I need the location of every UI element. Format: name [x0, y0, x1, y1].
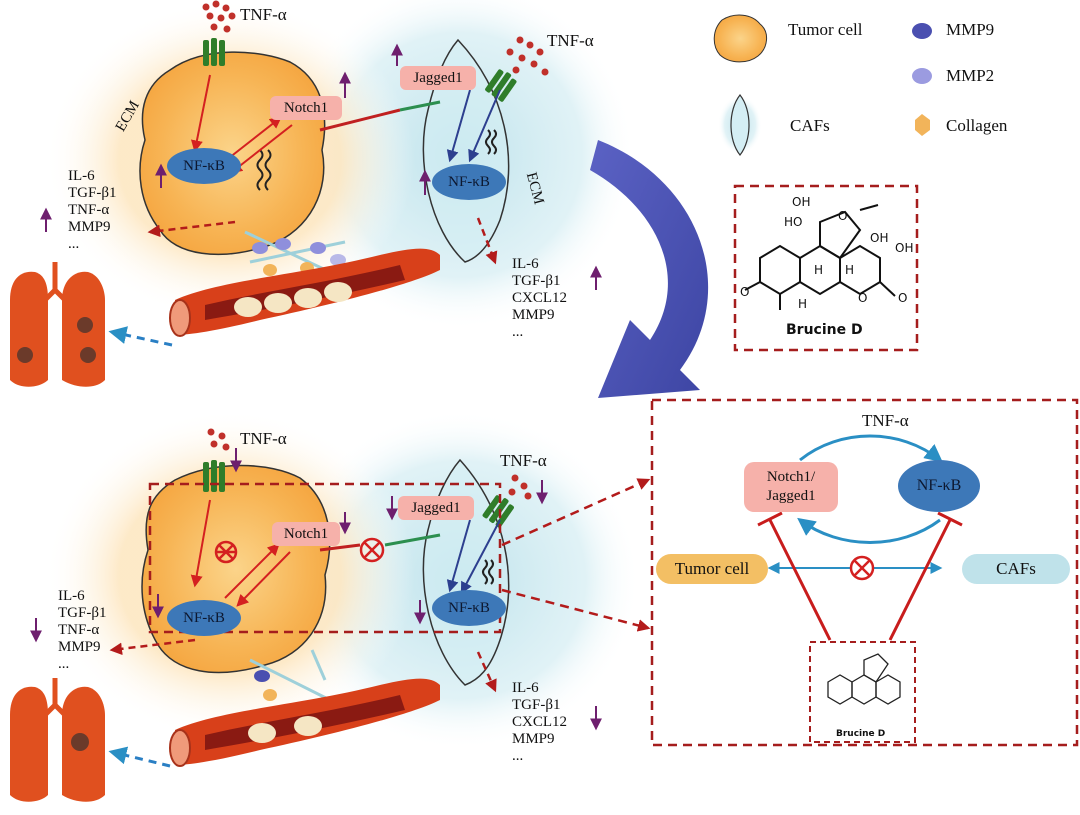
- inhibit-circle-icon: [359, 537, 385, 563]
- legend-mmp2-label: MMP2: [946, 66, 995, 85]
- jagged1-node: Jagged1: [398, 496, 474, 520]
- atom-label: O: [838, 209, 848, 223]
- notch1-node: Notch1: [270, 96, 342, 120]
- tnf-ligand-icon: [202, 0, 236, 33]
- small-structure-name: Brucine D: [836, 729, 886, 739]
- lung-icon: [10, 262, 105, 387]
- legend-mmp9-label: MMP9: [946, 20, 995, 39]
- decrease-arrows: [30, 448, 602, 731]
- legend-tumor-icon: [713, 14, 767, 63]
- legend-tumor-label: Tumor cell: [788, 20, 863, 39]
- nfkb-node: NF-κB: [432, 164, 506, 200]
- tumor-cell-node: Tumor cell: [656, 554, 768, 584]
- nfkb-node: NF-κB: [432, 590, 506, 626]
- molecule-icon: [744, 204, 896, 310]
- legend-collagen-label: Collagen: [946, 116, 1008, 135]
- nfkb-node: NF-κB: [167, 148, 241, 184]
- notch-jagged-node: Notch1/Jagged1: [744, 462, 838, 512]
- bottom-panel: [10, 410, 651, 802]
- tnf-ligand-icon: [207, 428, 230, 451]
- legend: [713, 14, 932, 156]
- cafs-node: CAFs: [962, 554, 1070, 584]
- ecm-particles: [249, 649, 331, 702]
- receptor-icon: [203, 38, 225, 66]
- tumor-cell-bottom: [141, 464, 331, 674]
- atom-label: OH: [870, 231, 889, 245]
- increase-arrows: [40, 43, 602, 290]
- structure-box: [733, 184, 919, 352]
- blood-vessel-icon: [169, 678, 440, 767]
- atom-label: H: [798, 297, 808, 311]
- receptor-icon: [203, 460, 225, 492]
- tnf-a-label: TNF-α: [862, 411, 909, 430]
- legend-mmp2-icon: [912, 68, 932, 84]
- tumor-cell-top: [139, 51, 326, 255]
- focus-box: [148, 482, 502, 634]
- dna-icon: [485, 129, 497, 155]
- inhibit-circle-icon: [849, 555, 875, 581]
- notch1-node: Notch1: [272, 522, 340, 546]
- legend-caf-icon: [730, 94, 750, 156]
- nfkb-node: NF-κB: [167, 600, 241, 636]
- atom-label: OH: [792, 195, 811, 209]
- legend-collagen-icon: [915, 114, 930, 136]
- ecm-particles: [244, 230, 346, 276]
- tnf-a-label: TNF-α: [547, 31, 594, 50]
- caf-cell-top: [422, 38, 510, 263]
- tnf-a-label: TNF-α: [240, 429, 287, 448]
- atom-label: O: [898, 291, 908, 305]
- structure-name: Brucine D: [786, 322, 863, 338]
- tnf-a-label: TNF-α: [240, 5, 287, 24]
- receptor-icon: [485, 69, 517, 102]
- atom-label: H: [814, 263, 824, 277]
- lung-icon: [10, 678, 105, 802]
- legend-cafs-label: CAFs: [790, 116, 830, 135]
- dna-icon: [482, 559, 494, 585]
- jagged1-node: Jagged1: [400, 66, 476, 90]
- dna-icon: [256, 149, 272, 191]
- atom-label: OH: [895, 241, 914, 255]
- atom-label: O: [740, 285, 750, 299]
- atom-label: H: [845, 263, 855, 277]
- atom-label: O: [858, 291, 868, 305]
- blood-vessel-icon: [169, 248, 440, 337]
- tnf-ligand-icon: [506, 36, 549, 76]
- molecule-icon: [827, 653, 901, 705]
- atom-label: HO: [784, 215, 803, 229]
- curved-arrow-icon: [590, 140, 709, 398]
- nfkb-node: NF-κB: [898, 460, 980, 512]
- inhibition-lines: [757, 511, 963, 641]
- inhibit-circle-icon: [214, 540, 238, 564]
- legend-mmp9-icon: [912, 23, 932, 39]
- tnf-ligand-icon: [508, 474, 532, 500]
- tnf-a-label: TNF-α: [500, 451, 547, 470]
